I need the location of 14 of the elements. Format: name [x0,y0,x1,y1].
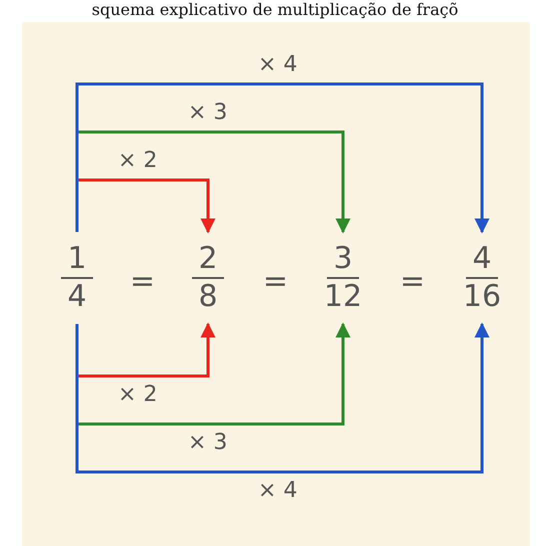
numerator: 4 [466,241,498,279]
equals-sign: = [398,263,426,301]
equals-sign: = [262,263,290,301]
denominator: 12 [322,279,364,315]
title: squema explicativo de multiplicação de fraçõ [90,0,460,20]
numerator: 3 [327,241,359,279]
equals-sign: = [128,263,156,301]
denominator: 4 [66,279,88,315]
numerator: 1 [61,241,93,279]
arrow [76,82,490,234]
arrow [76,322,490,474]
denominator: 16 [462,279,502,315]
denominator: 8 [197,279,219,315]
numerator: 2 [192,241,224,279]
